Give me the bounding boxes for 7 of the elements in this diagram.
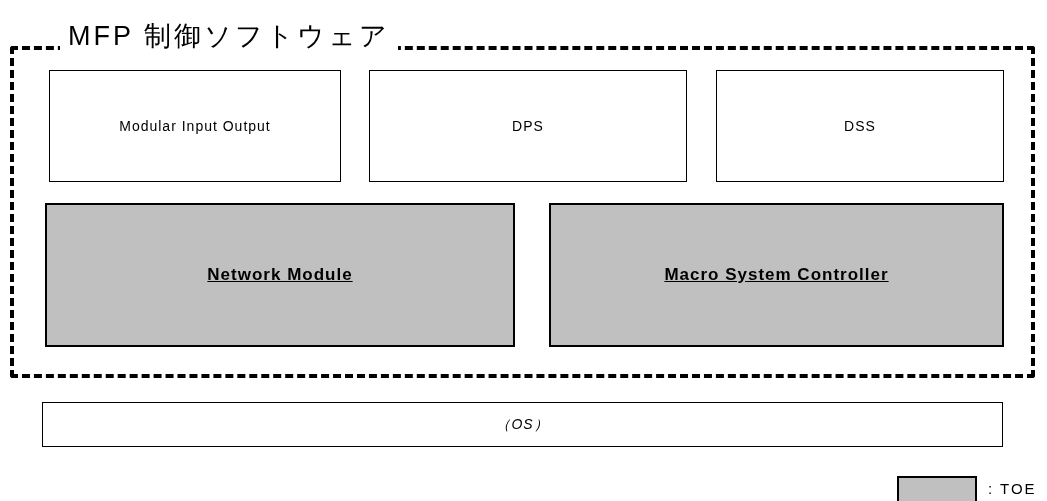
module-box: DPS: [369, 70, 687, 182]
toe-module-box: Macro System Controller: [549, 203, 1004, 347]
module-box: DSS: [716, 70, 1004, 182]
os-layer-box: （OS）: [42, 402, 1003, 447]
legend-label: : TOE: [988, 480, 1037, 497]
module-box: Modular Input Output: [49, 70, 341, 182]
toe-module-box: Network Module: [45, 203, 515, 347]
